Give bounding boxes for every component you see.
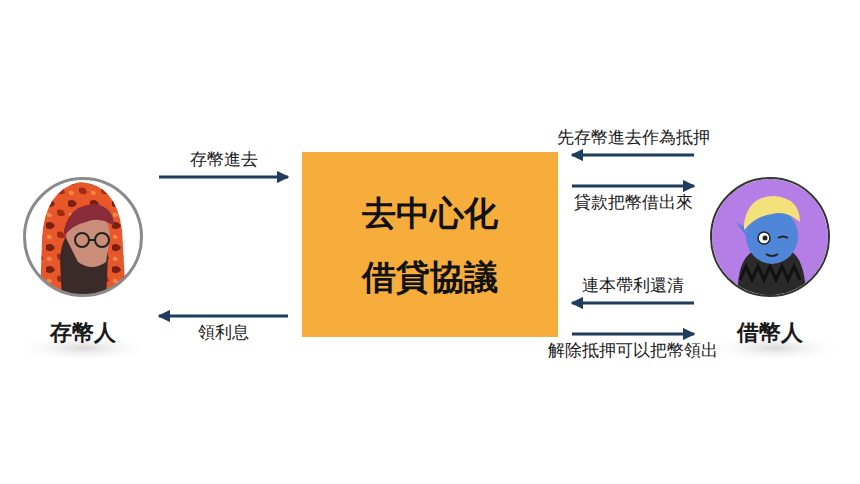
flow-arrow bbox=[572, 333, 694, 336]
avatar-frame bbox=[710, 177, 830, 297]
lender-node: 存幣人 bbox=[23, 177, 143, 348]
flow-arrow bbox=[572, 185, 694, 188]
flow-arrow bbox=[159, 315, 288, 318]
edge-label: 存幣進去 bbox=[190, 149, 258, 169]
edge-label: 連本帶利還清 bbox=[582, 275, 684, 295]
flow-arrow bbox=[572, 154, 694, 157]
borrower-node: 借幣人 bbox=[710, 177, 830, 348]
avatar-frame bbox=[23, 177, 143, 297]
protocol-box: 去中心化 借貸協議 bbox=[302, 152, 558, 337]
edge-label: 先存幣進去作為抵押 bbox=[557, 127, 710, 147]
protocol-title: 去中心化 借貸協議 bbox=[355, 181, 505, 309]
edge-label: 領利息 bbox=[198, 322, 249, 342]
borrower-avatar bbox=[712, 179, 828, 300]
flow-arrow bbox=[159, 176, 288, 179]
person-label: 存幣人 bbox=[3, 319, 163, 348]
edge-label: 解除抵押可以把幣領出 bbox=[548, 340, 718, 360]
edge-label: 貸款把幣借出來 bbox=[574, 192, 693, 212]
flow-arrow bbox=[572, 302, 694, 305]
lender-avatar bbox=[25, 179, 141, 300]
